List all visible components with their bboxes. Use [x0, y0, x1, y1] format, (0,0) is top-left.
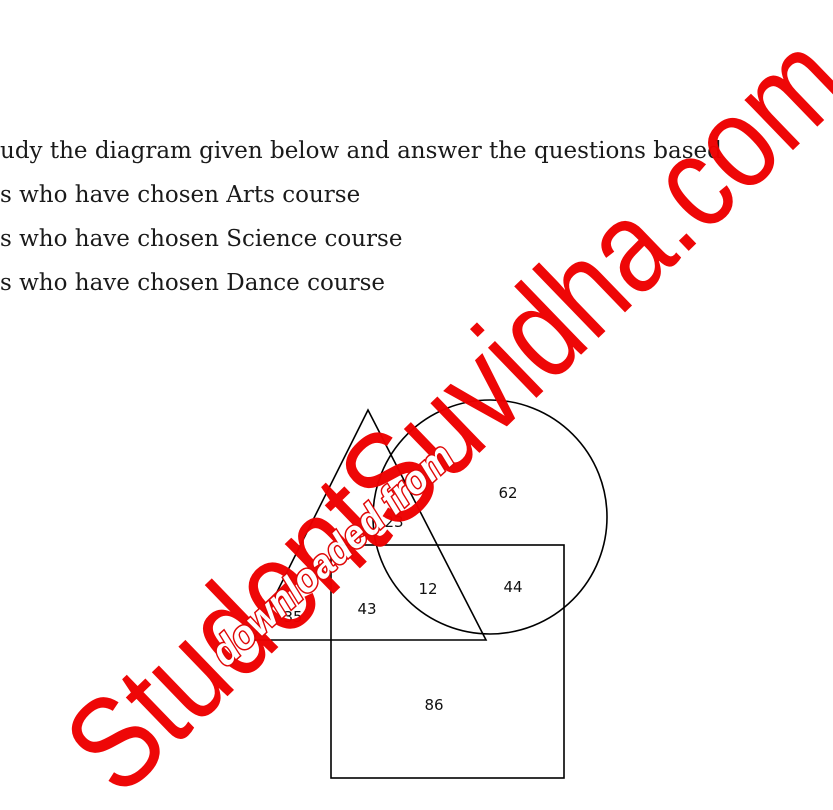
- circle-shape: [372, 399, 608, 635]
- region-circle-square-value: 44: [503, 578, 522, 596]
- region-triangle-circle-value: 23: [384, 513, 403, 531]
- region-triangle-only-value: 35: [283, 608, 302, 626]
- square-shape: [330, 544, 565, 779]
- science-legend-line: s who have chosen Science course: [0, 226, 403, 252]
- region-square-only-value: 86: [424, 696, 443, 714]
- triangle-shape: [251, 408, 488, 641]
- region-circle-only-value: 62: [498, 484, 517, 502]
- region-all-three-value: 12: [418, 580, 437, 598]
- arts-legend-line: s who have chosen Arts course: [0, 182, 361, 208]
- region-triangle-square-value: 43: [357, 600, 376, 618]
- watermark-text: StudentSuvidha.com: [37, 6, 833, 810]
- dance-legend-line: s who have chosen Dance course: [0, 270, 386, 296]
- instruction-line: udy the diagram given below and answer t…: [0, 138, 722, 164]
